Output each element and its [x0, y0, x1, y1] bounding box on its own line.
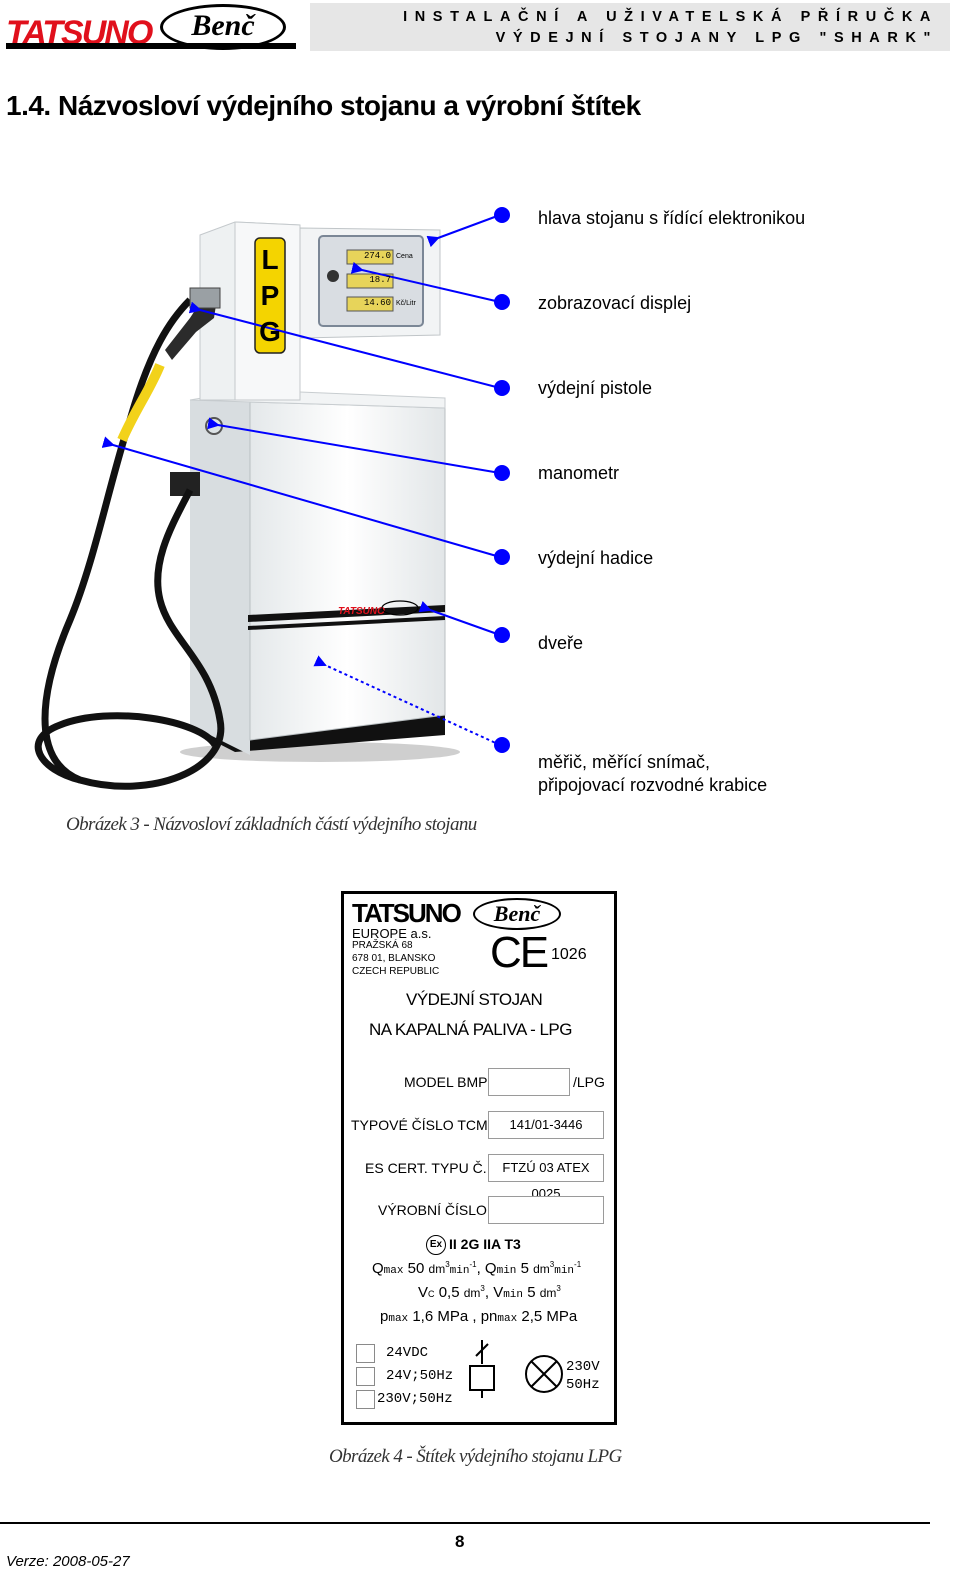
- callout-line-head: [438, 215, 500, 238]
- ce-notified-body: 1026: [551, 946, 587, 964]
- dispenser-illustration: TATSUNO: [0, 0, 960, 860]
- display-knob: [327, 270, 339, 282]
- document-version: Verze: 2008-05-27: [6, 1553, 130, 1570]
- display-value-volume: 18.7: [349, 275, 391, 285]
- display-label-unit: Kč/Litr: [396, 300, 416, 307]
- figure3-caption: Obrázek 3 - Názvosloví základních částí …: [66, 814, 477, 836]
- callout-meter: měřič, měřící snímač,: [538, 752, 710, 773]
- callout-dot: [494, 465, 510, 481]
- callout-dot: [494, 627, 510, 643]
- svg-text:TATSUNO: TATSUNO: [338, 606, 385, 617]
- dispenser-side-panel: [190, 400, 250, 755]
- callout-display: zobrazovací displej: [538, 293, 691, 314]
- serial-field: [488, 1196, 604, 1224]
- nozzle-coupling: [190, 288, 220, 308]
- lamp-icon: [524, 1354, 564, 1394]
- lamp-frequency: 50Hz: [566, 1377, 600, 1393]
- callout-dot: [494, 549, 510, 565]
- lamp-voltage: 230V: [566, 1359, 600, 1375]
- model-label: MODEL BMP: [404, 1074, 488, 1090]
- flow-rate-line: Qmax 50 dm3min-1, Qmin 5 dm3min-1: [372, 1260, 581, 1277]
- product-line2: NA KAPALNÁ PALIVA - LPG: [369, 1020, 572, 1040]
- power-checkbox-230v-50hz: [356, 1390, 375, 1409]
- volume-line: VC 0,5 dm3, Vmin 5 dm3: [418, 1284, 561, 1301]
- ex-mark: Ex: [426, 1235, 446, 1255]
- type-label: TYPOVÉ ČÍSLO TCM: [351, 1117, 488, 1133]
- ex-classification: II 2G IIA T3: [449, 1236, 521, 1252]
- nameplate: TATSUNO Benč EUROPE a.s. PRAŽSKÁ 68 678 …: [341, 891, 617, 1425]
- plate-benc-logo: Benč: [473, 898, 561, 930]
- type-field: 141/01-3446: [488, 1111, 604, 1139]
- plate-brand: TATSUNO: [352, 898, 460, 929]
- power-option-label: 24VDC: [386, 1345, 428, 1361]
- product-line1: VÝDEJNÍ STOJAN: [406, 990, 542, 1010]
- callout-hose: výdejní hadice: [538, 548, 653, 569]
- power-option-label: 230V;50Hz: [377, 1391, 453, 1407]
- display-value-unit-price: 14.60: [349, 298, 391, 308]
- power-checkbox-24v-50hz: [356, 1367, 375, 1386]
- ce-mark: CE: [490, 928, 547, 978]
- callout-dot: [494, 380, 510, 396]
- dispenser-body: [250, 402, 445, 740]
- callout-dot: [494, 294, 510, 310]
- cert-field: FTZÚ 03 ATEX 0025: [488, 1154, 604, 1182]
- lpg-letter: L: [258, 242, 282, 278]
- lpg-letter: P: [258, 278, 282, 314]
- callout-door: dveře: [538, 633, 583, 654]
- serial-label: VÝROBNÍ ČÍSLO: [378, 1202, 487, 1218]
- callout-junction-boxes: připojovací rozvodné krabice: [538, 775, 767, 796]
- pressure-line: pmax 1,6 MPa , pnmax 2,5 MPa: [380, 1308, 577, 1325]
- page-number: 8: [455, 1532, 464, 1552]
- callout-nozzle: výdejní pistole: [538, 378, 652, 399]
- power-supply-symbol: [462, 1340, 502, 1400]
- plate-address-country: CZECH REPUBLIC: [352, 966, 439, 977]
- display-label-price: Cena: [396, 253, 413, 260]
- lpg-sign-letters: L P G: [258, 242, 282, 350]
- callout-manometer: manometr: [538, 463, 619, 484]
- figure4-caption: Obrázek 4 - Štítek výdejního stojanu LPG: [329, 1446, 622, 1468]
- callout-dot: [494, 737, 510, 753]
- power-option-label: 24V;50Hz: [386, 1368, 453, 1384]
- display-value-price: 274.0: [349, 251, 391, 261]
- lpg-letter: G: [258, 314, 282, 350]
- model-field: [488, 1068, 570, 1096]
- plate-company: EUROPE a.s.: [352, 926, 431, 941]
- plate-address-city: 678 01, BLANSKO: [352, 953, 435, 964]
- cert-label: ES CERT. TYPU Č.: [365, 1160, 487, 1176]
- callout-dot: [494, 207, 510, 223]
- model-suffix: /LPG: [573, 1074, 605, 1090]
- footer-rule: [0, 1522, 930, 1524]
- power-checkbox-24vdc: [356, 1344, 375, 1363]
- plate-address-street: PRAŽSKÁ 68: [352, 940, 413, 951]
- callout-head: hlava stojanu s řídící elektronikou: [538, 208, 805, 229]
